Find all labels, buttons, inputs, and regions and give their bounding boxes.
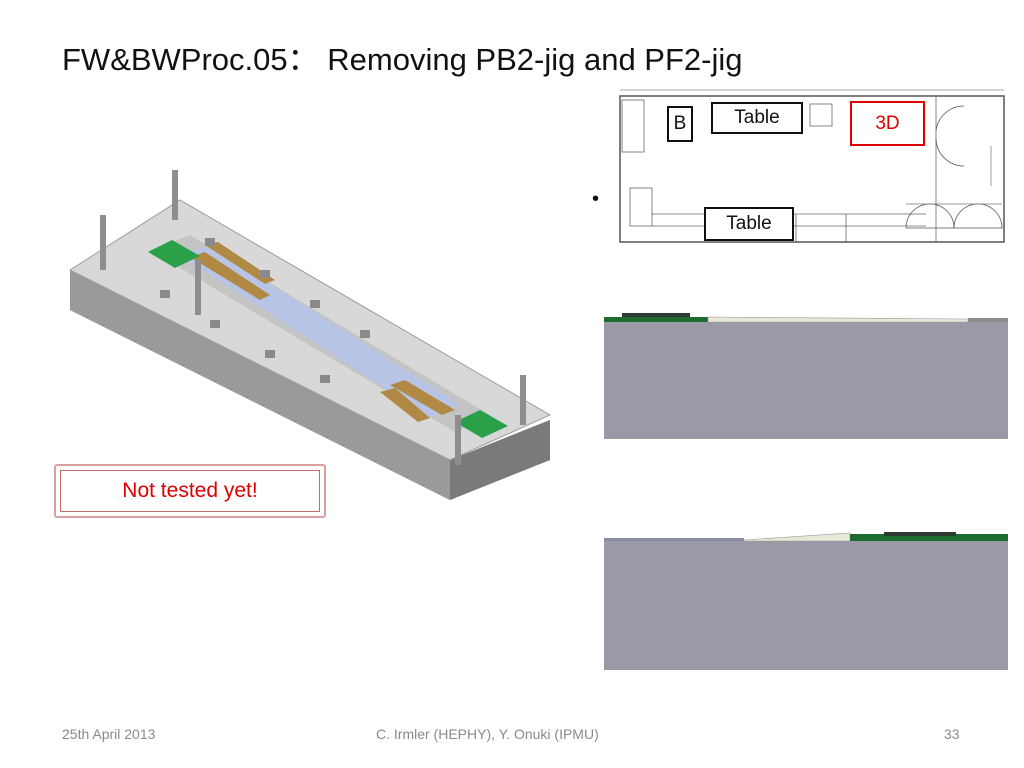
cross-section-top <box>604 313 1008 439</box>
jig-3d-illustration <box>68 170 552 500</box>
not-tested-note-box: Not tested yet! <box>54 464 326 518</box>
footer-date: 25th April 2013 <box>62 726 156 742</box>
cross-section-bottom <box>604 532 1008 670</box>
not-tested-note-text: Not tested yet! <box>60 470 320 512</box>
plan-label-3d: 3D <box>850 101 925 146</box>
plan-label-table-top: Table <box>711 102 803 134</box>
slide-title: FW&BWProc.05： Removing PB2-jig and PF2-j… <box>62 42 743 77</box>
plan-label-b: B <box>667 106 693 142</box>
footer-page-number: 33 <box>944 726 960 742</box>
plan-label-table-bottom: Table <box>704 207 794 241</box>
bullet-point: • <box>592 188 600 210</box>
footer-authors: C. Irmler (HEPHY), Y. Onuki (IPMU) <box>376 726 599 742</box>
